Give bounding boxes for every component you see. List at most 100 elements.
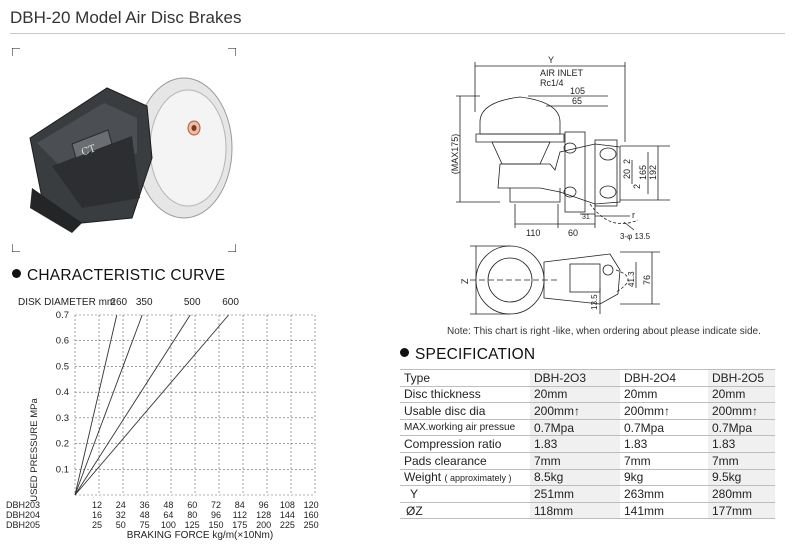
spec-row-label: Y	[400, 485, 530, 503]
air-inlet-label: AIR INLET	[540, 68, 584, 78]
table-row: Pads clearance 7mm 7mm 7mm	[400, 452, 775, 470]
spec-cell: 7mm	[530, 452, 620, 470]
x-axis-label: BRAKING FORCE kg/m(×10Nm)	[127, 530, 273, 541]
spec-col-header: DBH-2O5	[708, 369, 775, 387]
spec-cell: 20mm	[708, 386, 775, 404]
dim-hole: 3-φ 13.5	[620, 232, 651, 241]
x-tick-label: 96	[211, 510, 221, 520]
characteristic-curve-chart: DISK DIAMETER mm 0.10.20.30.40.50.60.7 D…	[6, 297, 319, 541]
spec-row-sublabel: ( approximately )	[444, 473, 512, 484]
spec-col-header: Type	[400, 369, 530, 387]
dim-65: 65	[572, 96, 582, 106]
product-photo: CT	[12, 48, 236, 252]
series-line-500	[74, 314, 191, 496]
x-tick-label: 75	[140, 520, 150, 530]
technical-drawing: Y AIR INLET Rc1/4 105 65 (MAX175) 2 20 2…	[450, 55, 670, 315]
table-row: Usable disc dia 200mm↑ 200mm↑ 200mm↑	[400, 402, 775, 420]
x-tick-label: 100	[161, 520, 176, 530]
x-tick-label: 36	[140, 500, 150, 510]
spec-cell: 141mm	[620, 502, 708, 520]
x-tick-label: 48	[163, 500, 173, 510]
curve-heading: CHARACTERISTIC CURVE	[12, 267, 225, 285]
bullet-dot	[12, 269, 21, 279]
dim-r: r	[632, 210, 635, 220]
spec-cell: 200mm↑	[708, 402, 775, 420]
x-tick-label: 175	[232, 520, 247, 530]
spec-row-label: Disc thickness	[400, 386, 530, 404]
spec-heading-text: SPECIFICATION	[415, 346, 536, 363]
series-label: 600	[222, 297, 239, 308]
table-row: Disc thickness 20mm 20mm 20mm	[400, 386, 775, 404]
x-tick-label: 108	[280, 500, 295, 510]
dim-20: 20	[622, 169, 632, 179]
spec-header-row: Type DBH-2O3 DBH-2O4 DBH-2O5	[400, 369, 775, 387]
chart-y-tick-labels: 0.10.20.30.40.50.60.7	[56, 310, 69, 475]
spec-cell: 1.83	[530, 435, 620, 453]
table-row: Compression ratio 1.83 1.83 1.83	[400, 435, 775, 453]
page-title: DBH-20 Model Air Disc Brakes	[10, 8, 242, 27]
x-tick-label: 32	[116, 510, 126, 520]
dim-165: 165	[638, 165, 648, 180]
spec-table: Type DBH-2O3 DBH-2O4 DBH-2O5 Disc thickn…	[400, 369, 775, 520]
y-tick-label: 0.4	[56, 387, 69, 398]
spec-cell: 7mm	[620, 452, 708, 470]
spec-cell: 263mm	[620, 485, 708, 503]
title-divider	[10, 33, 785, 34]
spec-cell: 7mm	[708, 452, 775, 470]
dim-105: 105	[570, 86, 585, 96]
x-tick-label: 80	[187, 510, 197, 520]
y-tick-label: 0.7	[56, 310, 69, 321]
spec-cell: 0.7Mpa	[530, 419, 620, 437]
x-tick-label: 125	[185, 520, 200, 530]
x-tick-label: 84	[235, 500, 245, 510]
x-tick-label: 144	[280, 510, 295, 520]
spec-cell: 1.83	[708, 435, 775, 453]
spec-cell: 200mm↑	[620, 402, 708, 420]
spec-row-label: Usable disc dia	[400, 402, 530, 420]
chart-grid	[74, 314, 316, 496]
spec-row-label: Compression ratio	[400, 435, 530, 453]
dim-76: 76	[642, 275, 652, 285]
spec-cell: 1.83	[620, 435, 708, 453]
spec-row-label: Pads clearance	[400, 452, 530, 470]
ordering-note: Note: This chart is right -like, when or…	[447, 326, 761, 337]
x-tick-label: 50	[116, 520, 126, 530]
x-scale-name: DBH205	[6, 520, 40, 530]
spec-cell: 0.7Mpa	[620, 419, 708, 437]
x-tick-label: 128	[256, 510, 271, 520]
svg-text:CT: CT	[80, 143, 98, 158]
curve-heading-text: CHARACTERISTIC CURVE	[27, 267, 226, 284]
spec-cell: 280mm	[708, 485, 775, 503]
bullet-dot	[400, 348, 409, 358]
series-line-350	[74, 314, 143, 496]
x-tick-label: 150	[208, 520, 223, 530]
series-line-600	[74, 314, 229, 496]
dim-2b: 2	[632, 184, 642, 189]
x-tick-label: 160	[304, 510, 319, 520]
x-tick-label: 16	[92, 510, 102, 520]
y-tick-label: 0.6	[56, 336, 69, 347]
table-row: MAX.working air pressue 0.7Mpa 0.7Mpa 0.…	[400, 419, 775, 437]
spec-cell: 8.5kg	[530, 469, 620, 487]
spec-cell: 9kg	[620, 469, 708, 487]
y-tick-label: 0.3	[56, 413, 69, 424]
table-row: ØZ 118mm 141mm 177mm	[400, 502, 775, 520]
spec-row-label: MAX.working air pressue	[400, 419, 530, 437]
spec-row-label-cell: Weight ( approximately )	[400, 469, 530, 487]
series-label: 350	[136, 297, 153, 308]
spec-row-label: Weight	[404, 470, 442, 485]
chart-series-lines	[74, 314, 229, 496]
x-tick-label: 64	[163, 510, 173, 520]
spec-cell: 9.5kg	[708, 469, 775, 487]
spec-col-header: DBH-2O4	[620, 369, 708, 387]
dim-max: (MAX175)	[450, 134, 460, 175]
dim-z: Z	[460, 278, 470, 284]
x-tick-label: 112	[233, 510, 247, 520]
spec-heading: SPECIFICATION	[400, 346, 535, 364]
spec-row-label: ØZ	[400, 502, 530, 520]
y-tick-label: 0.2	[56, 439, 69, 450]
table-row: Weight ( approximately ) 8.5kg 9kg 9.5kg	[400, 469, 775, 487]
x-tick-label: 96	[259, 500, 269, 510]
dim-110: 110	[526, 228, 540, 238]
